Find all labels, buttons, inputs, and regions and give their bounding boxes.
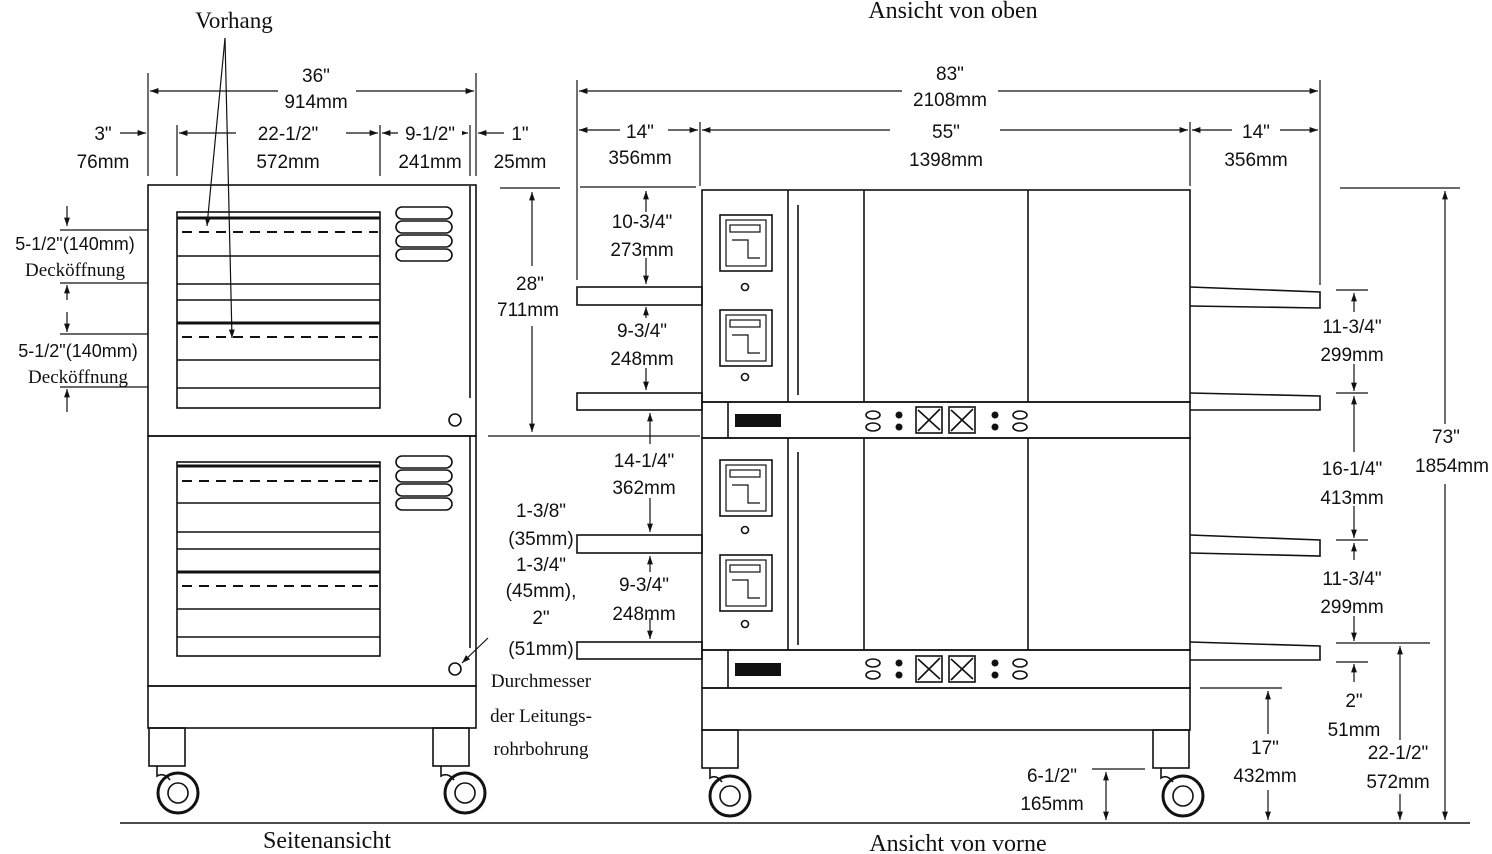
right-ext-mm: 356mm <box>1224 150 1287 171</box>
conv2-in: 1-3/4" <box>516 555 566 576</box>
side-right-in: 1" <box>511 124 528 145</box>
conduit-hole <box>448 662 462 676</box>
deck-opening-2-label: Decköffnung <box>28 367 128 388</box>
side-upper-vent <box>395 206 453 262</box>
r-upper-mm: 299mm <box>1320 345 1383 366</box>
total-height-in: 73" <box>1432 427 1460 448</box>
side-lower-oven <box>147 435 477 687</box>
side-left-in: 3" <box>94 124 111 145</box>
side-caster-right <box>443 771 487 815</box>
mid-gap-mm: 362mm <box>612 478 675 499</box>
lower-space-in: 9-3/4" <box>619 575 669 596</box>
upper-space-mm: 248mm <box>610 349 673 370</box>
side-panel-in: 9-1/2" <box>405 124 455 145</box>
side-upper-knob <box>448 413 462 427</box>
deck-opening-2-value: 5-1/2"(140mm) <box>18 341 137 361</box>
r-mid-in: 16-1/4" <box>1322 459 1383 480</box>
conv3-mm: (51mm) <box>508 639 573 660</box>
r-upper-in: 11-3/4" <box>1322 317 1381 338</box>
r-mid-mm: 413mm <box>1320 488 1383 509</box>
side-right-mm: 25mm <box>494 152 547 173</box>
mid-gap-in: 14-1/4" <box>614 451 675 472</box>
controller-panel <box>719 214 773 629</box>
r-bottom-mm: 51mm <box>1328 720 1381 741</box>
floor-base-mm: 432mm <box>1233 766 1296 787</box>
front-view: 83" 2108mm 14" 356mm 55" 1398mm 14" 356m… <box>488 0 1489 854</box>
r-bottom-in: 2" <box>1345 691 1362 712</box>
front-view-title: Ansicht von vorne <box>869 831 1046 854</box>
top-gap-mm: 273mm <box>610 240 673 261</box>
side-belt-mm: 572mm <box>256 152 319 173</box>
conv1-mm: (35mm) <box>508 529 573 550</box>
body-width-mm: 1398mm <box>909 150 983 171</box>
front-upper-oven <box>701 189 1191 403</box>
deck-opening-1-value: 5-1/2"(140mm) <box>15 234 134 254</box>
conduit-label-2: der Leitungs- <box>490 706 592 727</box>
floor-conv-mm: 572mm <box>1366 772 1429 793</box>
side-base <box>147 685 477 729</box>
front-lower-oven <box>701 437 1191 651</box>
left-ext-in: 14" <box>626 122 654 143</box>
side-view: Vorhang 5-1/2"(140mm) Decköffnung 5-1/2"… <box>15 8 592 854</box>
side-view-title: Seitenansicht <box>263 828 391 854</box>
side-width-mm: 914mm <box>284 92 347 113</box>
side-caster-left <box>156 771 200 815</box>
leg-height-mm: 165mm <box>1020 794 1083 815</box>
deck-opening-1-label: Decköffnung <box>25 260 125 281</box>
control-strip-details <box>735 406 1028 683</box>
side-belt-in: 22-1/2" <box>258 124 319 145</box>
upper-oven-mm: 711mm <box>497 300 559 321</box>
leg-height-in: 6-1/2" <box>1027 766 1077 787</box>
upper-oven-in: 28" <box>516 274 544 295</box>
floor-base-in: 17" <box>1251 738 1279 759</box>
side-upper-oven <box>147 184 477 437</box>
side-upper-opening <box>176 211 381 409</box>
left-ext-mm: 356mm <box>608 148 671 169</box>
top-view-title: Ansicht von oben <box>868 0 1037 24</box>
conduit-label-1: Durchmesser <box>491 671 592 692</box>
conv2-mm: (45mm), <box>506 581 577 602</box>
body-width-in: 55" <box>932 122 960 143</box>
r-lower-mm: 299mm <box>1320 597 1383 618</box>
front-width-in: 83" <box>936 64 964 85</box>
front-caster-right <box>1161 774 1205 818</box>
top-gap-in: 10-3/4" <box>612 212 673 233</box>
r-lower-in: 11-3/4" <box>1322 569 1381 590</box>
side-lower-opening <box>176 461 381 657</box>
conduit-label-3: rohrbohrung <box>494 739 589 760</box>
conv1-in: 1-3/8" <box>516 501 566 522</box>
lower-space-mm: 248mm <box>612 604 675 625</box>
side-left-mm: 76mm <box>77 152 130 173</box>
conv3-in: 2" <box>532 608 549 629</box>
conveyor-extensions <box>576 286 1321 661</box>
floor-conv-in: 22-1/2" <box>1368 743 1429 764</box>
upper-space-in: 9-3/4" <box>617 321 667 342</box>
front-base <box>701 687 1191 731</box>
total-height-mm: 1854mm <box>1415 456 1489 477</box>
front-width-mm: 2108mm <box>913 90 987 111</box>
side-panel-mm: 241mm <box>398 152 461 173</box>
side-width-in: 36" <box>302 66 330 87</box>
side-lower-vent <box>395 455 453 511</box>
right-ext-in: 14" <box>1242 122 1270 143</box>
front-caster-left <box>708 774 752 818</box>
curtain-label: Vorhang <box>195 8 273 33</box>
